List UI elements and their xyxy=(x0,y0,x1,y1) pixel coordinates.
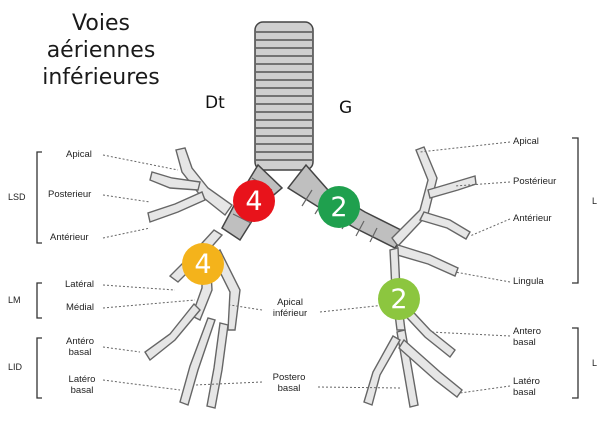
label-left-anterieur: Antérieur xyxy=(513,213,552,224)
label-right-lateral: Latéral xyxy=(65,279,94,290)
group-lid: LID xyxy=(8,362,22,372)
label-right-latero-basal-line1: Latéro xyxy=(60,374,104,385)
label-right-apical: Apical xyxy=(66,149,92,160)
label-left-latero-basal-line2: basal xyxy=(513,387,540,398)
trachea xyxy=(255,22,313,170)
label-postero-basal-line1: Postero xyxy=(262,372,316,383)
badge-4-yellow: 4 xyxy=(182,243,224,285)
label-left-lingula: Lingula xyxy=(513,276,544,287)
label-right-anterieur: Antérieur xyxy=(50,232,89,243)
label-postero-basal-line2: basal xyxy=(262,383,316,394)
badge-2-green: 2 xyxy=(318,186,360,228)
label-left-latero-basal: Latéro basal xyxy=(513,376,540,398)
group-left-upper: L xyxy=(592,196,597,206)
label-right-antero-basal-line1: Antéro xyxy=(58,336,102,347)
label-left-antero-basal-line1: Antero xyxy=(513,326,541,337)
group-lm: LM xyxy=(8,295,21,305)
label-right-medial: Médial xyxy=(66,302,94,313)
label-left-latero-basal-line1: Latéro xyxy=(513,376,540,387)
label-apical-inferieur-line1: Apical xyxy=(259,297,321,308)
label-right-antero-basal-line2: basal xyxy=(58,347,102,358)
label-right-latero-basal-line2: basal xyxy=(60,385,104,396)
label-apical-inferieur: Apical inférieur xyxy=(259,297,321,319)
label-right-antero-basal: Antéro basal xyxy=(58,336,102,358)
badge-2-lightgreen: 2 xyxy=(378,278,420,320)
label-postero-basal: Postero basal xyxy=(262,372,316,394)
badge-4-red: 4 xyxy=(233,180,275,222)
label-right-latero-basal: Latéro basal xyxy=(60,374,104,396)
label-left-posterieur: Postérieur xyxy=(513,176,556,187)
label-left-apical: Apical xyxy=(513,136,539,147)
label-right-posterieur: Posterieur xyxy=(48,189,91,200)
left-lobar-branches xyxy=(364,147,476,407)
label-left-antero-basal: Antero basal xyxy=(513,326,541,348)
label-left-antero-basal-line2: basal xyxy=(513,337,541,348)
group-left-lower: L xyxy=(592,358,597,368)
label-apical-inferieur-line2: inférieur xyxy=(259,308,321,319)
group-lsd: LSD xyxy=(8,192,26,202)
